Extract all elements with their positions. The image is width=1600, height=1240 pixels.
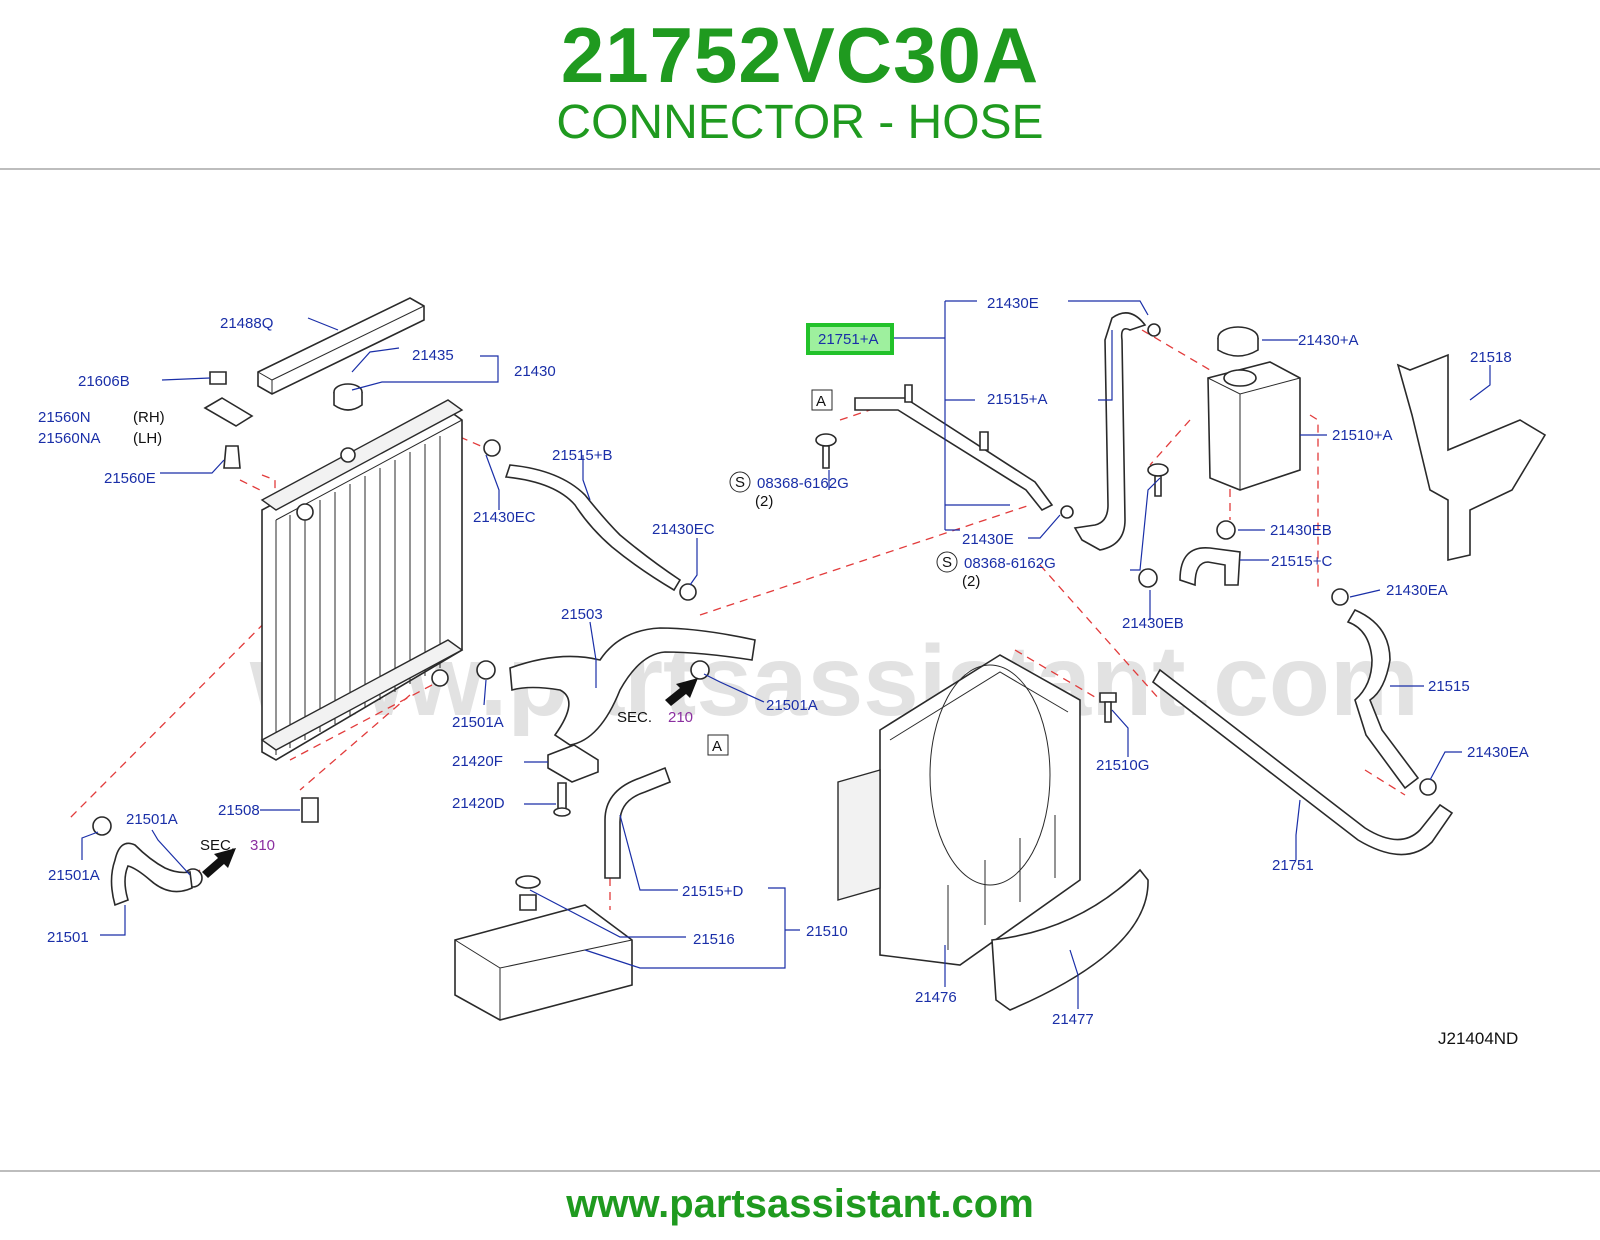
label-21515A[interactable]: 21515+A [987,391,1047,408]
footer-website-link[interactable]: www.partsassistant.com [566,1182,1034,1226]
diagram-code: J21404ND [1438,1029,1518,1048]
label-21503[interactable]: 21503 [561,606,603,623]
pipe-21751 [1151,668,1454,856]
shroud-lower-21477 [991,868,1149,1011]
label-08368-a[interactable]: 08368-6162G [757,475,849,492]
label-21515D[interactable]: 21515+D [682,883,743,900]
label-21477[interactable]: 21477 [1052,1011,1094,1028]
reservoir-cap [1217,326,1259,357]
label-s-b: S [942,554,952,571]
label-lh: (LH) [133,430,162,447]
label-21515[interactable]: 21515 [1428,678,1470,695]
label-21430A[interactable]: 21430+A [1298,332,1358,349]
s-marker-a [729,471,751,493]
label-21501A-b[interactable]: 21501A [766,697,818,714]
label-21501[interactable]: 21501 [47,929,89,946]
hose-21515 [1346,608,1420,790]
hose-21515D [604,766,672,879]
label-21516[interactable]: 21516 [693,931,735,948]
radiator-21430 [260,399,464,761]
label-21501A-c[interactable]: 21501A [126,811,178,828]
label-21560NA[interactable]: 21560NA [38,430,101,447]
label-21430E-b[interactable]: 21430E [962,531,1014,548]
label-sec-b-num[interactable]: 310 [250,837,275,854]
hose-clamps [92,323,1437,888]
radiator-cap [333,383,363,411]
label-21510G[interactable]: 21510G [1096,757,1149,774]
bracket-21420F [547,744,599,817]
label-21430EB-a[interactable]: 21430EB [1270,522,1332,539]
label-21606B[interactable]: 21606B [78,373,130,390]
label-21488Q[interactable]: 21488Q [220,315,273,332]
bolts-08368 [815,433,1169,497]
label-21420F[interactable]: 21420F [452,753,503,770]
label-21430E-a[interactable]: 21430E [987,295,1039,312]
label-21430EB-b[interactable]: 21430EB [1122,615,1184,632]
fan-shroud-21476 [837,654,1081,966]
label-21515B[interactable]: 21515+B [552,447,612,464]
label-s-a: S [735,474,745,491]
label-qty-a: (2) [755,493,773,510]
hose-21501 [110,842,193,907]
label-21476[interactable]: 21476 [915,989,957,1006]
label-21430EA-b[interactable]: 21430EA [1467,744,1529,761]
label-21430EA-a[interactable]: 21430EA [1386,582,1448,599]
label-21501A-d[interactable]: 21501A [48,867,100,884]
label-sec-a-num[interactable]: 210 [668,709,693,726]
highlighted-part[interactable]: 21751+A [806,323,894,355]
label-21510[interactable]: 21510 [806,923,848,940]
header-divider [0,168,1600,170]
label-21751[interactable]: 21751 [1272,857,1314,874]
label-21430EC-b[interactable]: 21430EC [652,521,715,538]
reservoir-tank-21510A [1207,361,1301,491]
pipe-21751A [854,384,1054,512]
s-marker-b [936,551,958,573]
label-08368-b[interactable]: 08368-6162G [964,555,1056,572]
label-21420D[interactable]: 21420D [452,795,505,812]
hose-21430E [1073,312,1147,551]
label-21430EC-a[interactable]: 21430EC [473,509,536,526]
label-sec-a: SEC. [617,709,652,726]
hose-21503 [509,627,756,746]
label-21518[interactable]: 21518 [1470,349,1512,366]
label-sec-b: SEC. [200,837,235,854]
bracket-21518 [1396,353,1547,562]
label-21435[interactable]: 21435 [412,347,454,364]
label-21510A[interactable]: 21510+A [1332,427,1392,444]
hose-21515C [1179,547,1241,587]
box-a2 [707,734,729,756]
label-qty-b: (2) [962,573,980,590]
label-21508[interactable]: 21508 [218,802,260,819]
leader-lines [81,300,1491,1009]
part-name-subtitle: CONNECTOR - HOSE [556,96,1044,149]
seal-21488Q [257,297,425,395]
label-21430[interactable]: 21430 [514,363,556,380]
highlight-box [806,323,894,355]
label-rh: (RH) [133,409,165,426]
label-box-a1: A [816,393,826,410]
label-21515C[interactable]: 21515+C [1271,553,1332,570]
mount-parts [203,371,254,469]
reservoir-21510 [454,875,633,1021]
hose-21515B [504,464,682,592]
label-box-a2: A [712,738,722,755]
part-labels: 21488Q 21435 21430 21606B 21560N 21560NA… [38,295,1529,1048]
box-a1 [811,389,833,411]
section-arrows [202,678,698,878]
part-number-title: 21752VC30A [560,11,1040,99]
footer-divider [0,1170,1600,1172]
drain-plug-21508 [301,797,319,823]
page-header: 21752VC30A CONNECTOR - HOSE [0,0,1600,170]
label-21560E[interactable]: 21560E [104,470,156,487]
bolt-21510G [1099,692,1117,723]
label-21751A-highlighted[interactable]: 21751+A [818,331,878,348]
label-21560N[interactable]: 21560N [38,409,91,426]
label-21501A-a[interactable]: 21501A [452,714,504,731]
